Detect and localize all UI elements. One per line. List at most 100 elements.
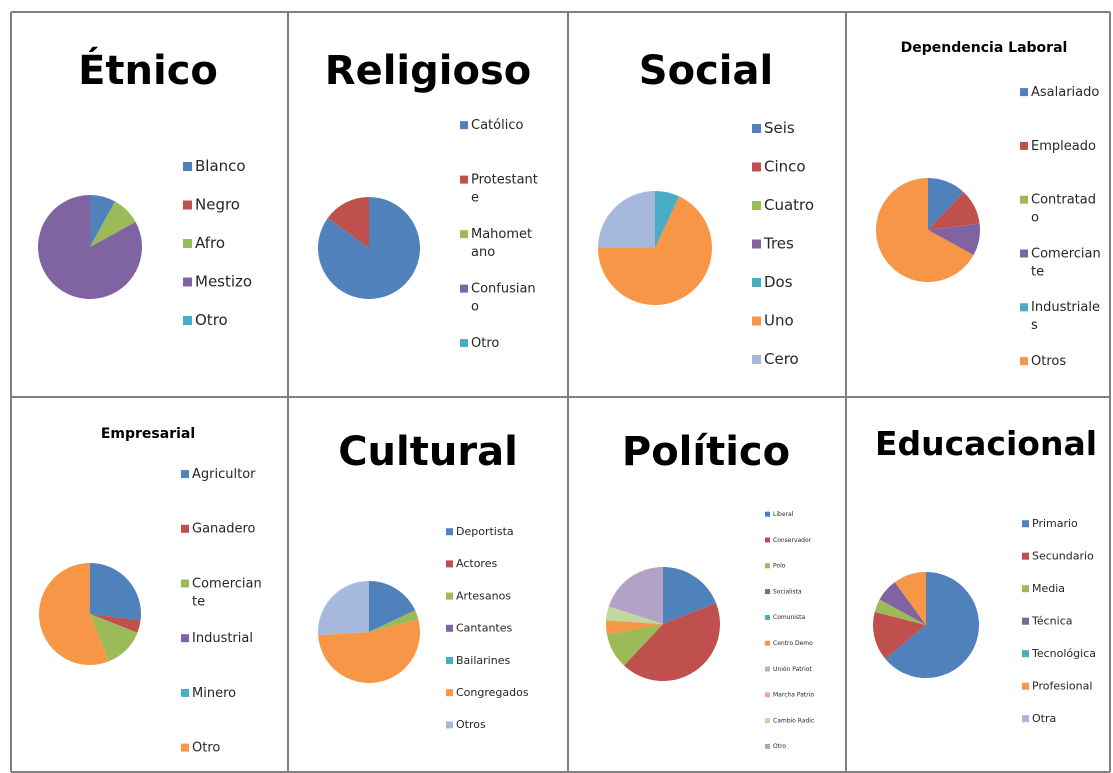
legend-item: Técnica [1022, 615, 1072, 628]
pie-slice-empleado [928, 192, 980, 230]
legend-label: Blanco [195, 157, 246, 175]
legend-item: Otra [1022, 712, 1056, 725]
legend-label: Comercian [1031, 246, 1101, 261]
legend-item: Otro [183, 311, 228, 329]
legend-item: Media [1022, 582, 1065, 595]
legend-label: Congregados [456, 686, 529, 699]
legend-item: Protestant e [460, 173, 538, 206]
legend-label: Cambio Radic [773, 717, 814, 724]
chart-title: Étnico [78, 46, 218, 94]
pie-slice-profesional [894, 572, 926, 625]
legend-label: Otro [192, 741, 220, 756]
chart-title: Cultural [338, 429, 518, 475]
pie-slice-comerciante [928, 223, 981, 256]
legend-item: Otro [765, 743, 786, 750]
legend-item: Otro [181, 741, 220, 756]
legend-label: Confusian [471, 282, 536, 297]
legend-swatch [752, 162, 761, 172]
pie-slice-mestizo [38, 195, 143, 299]
legend-swatch [1022, 585, 1029, 593]
legend-label: Técnica [1031, 615, 1072, 628]
pie-slice-otro [38, 563, 109, 665]
legend-item: Actores [446, 557, 497, 570]
legend-label: e [471, 191, 479, 206]
legend-swatch [1022, 650, 1029, 658]
legend-item: Cantantes [446, 622, 512, 635]
legend-label: Marcha Patrio [773, 692, 814, 699]
pie-slice-ganadero [90, 614, 141, 633]
legend-label: Primario [1032, 517, 1078, 530]
legend-item: Industrial [181, 631, 253, 646]
legend-item: Secundario [1022, 550, 1094, 563]
legend-label: Ganadero [192, 522, 256, 537]
legend-label: Negro [195, 196, 240, 214]
legend-item: Confusian o [460, 282, 536, 315]
legend-swatch [765, 563, 770, 569]
chart-title: Educacional [875, 424, 1097, 463]
legend-item: Tres [752, 235, 794, 253]
pie-slice-deportista [369, 581, 416, 632]
legend-swatch [752, 355, 761, 364]
legend-item: Uno [752, 312, 794, 330]
legend-swatch [460, 284, 468, 293]
legend-label: Actores [456, 557, 497, 570]
pie-slice-otros [317, 581, 369, 636]
legend-label: Comercian [192, 576, 262, 591]
legend-label: Agricultor [192, 467, 256, 482]
pie-slice-cero [598, 191, 655, 248]
pie-slice-técnica [879, 582, 926, 625]
pie-slice-comerciante [90, 614, 138, 662]
legend-label: Conservador [773, 537, 812, 544]
legend-label: Otro [195, 311, 228, 329]
legend-label: Liberal [773, 511, 794, 518]
legend-item: Agricultor [181, 467, 256, 482]
legend-label: Profesional [1032, 680, 1092, 693]
legend-label: Cinco [764, 158, 806, 176]
legend-swatch [446, 592, 453, 600]
legend-swatch [765, 614, 770, 620]
legend-item: Otros [1020, 354, 1066, 369]
legend-swatch [752, 316, 761, 326]
legend-swatch [446, 624, 453, 632]
pie-slice-otro [608, 567, 663, 624]
legend-item: Deportista [446, 525, 514, 538]
legend-label: Unión Patriot [773, 666, 812, 673]
legend-swatch [1022, 552, 1029, 560]
legend-swatch [765, 511, 770, 517]
legend-label: ano [471, 245, 495, 260]
legend-swatch [460, 175, 468, 184]
legend-label: Católico [471, 118, 523, 133]
legend-item: Artesanos [446, 589, 511, 602]
legend-item: Profesional [1022, 680, 1092, 693]
legend-label: Comunista [773, 614, 805, 621]
chart-panel-3: Dependencia LaboralAsalariadoEmpleadoCon… [876, 40, 1101, 369]
chart-panel-1: ReligiosoCatólicoProtestanteMahometanoCo… [317, 48, 538, 351]
legend-item: Primario [1022, 517, 1078, 530]
pie-slice-secundario [873, 611, 926, 659]
pie-slice-polo [607, 624, 663, 666]
legend-item: Conservador [765, 537, 812, 544]
legend-item: Blanco [183, 157, 246, 175]
legend-swatch [765, 640, 770, 646]
legend-label: Protestant [471, 173, 538, 188]
legend-swatch [446, 721, 453, 729]
legend-label: Empleado [1031, 139, 1096, 154]
chart-title: Político [622, 429, 790, 475]
legend-item: Minero [181, 686, 236, 701]
legend-label: Dos [764, 273, 793, 291]
legend-label: Socialista [773, 588, 802, 595]
legend-swatch [1020, 303, 1028, 312]
chart-title: Religioso [325, 48, 531, 94]
pie-slice-congregados [318, 619, 420, 683]
legend-swatch [460, 339, 468, 348]
pie-slice-blanco [90, 194, 116, 247]
legend-label: o [471, 300, 479, 315]
legend-item: Dos [752, 273, 793, 291]
chart-panel-7: EducacionalPrimarioSecundarioMediaTécnic… [873, 424, 1097, 725]
legend-label: Cero [764, 350, 799, 368]
legend-swatch [765, 537, 770, 543]
legend-swatch [183, 239, 192, 248]
